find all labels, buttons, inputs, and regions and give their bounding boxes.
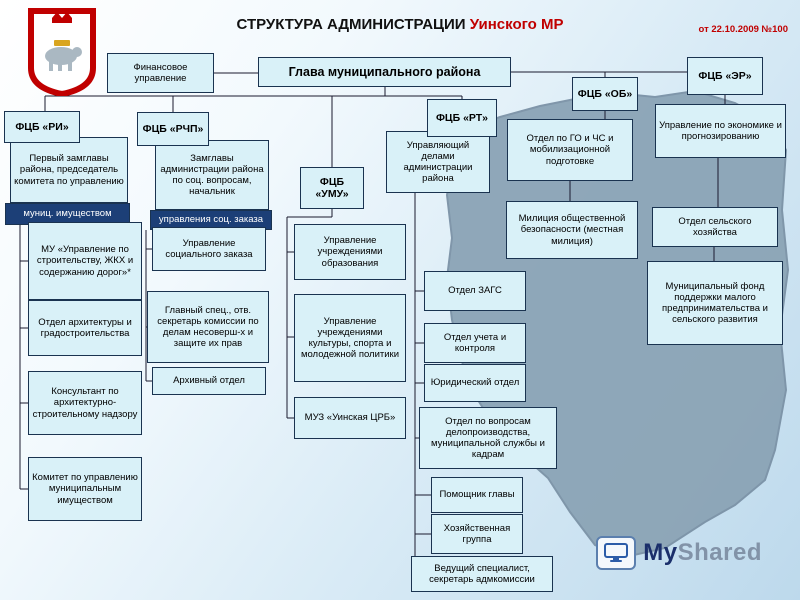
node-economy-department: Управление по экономике и прогнозировани…	[655, 104, 786, 158]
node-paperwork-department: Отдел по вопросам делопроизводства, муни…	[419, 407, 557, 469]
coat-of-arms	[28, 8, 96, 101]
coat-of-arms-shield-icon	[28, 8, 96, 98]
logo-text-my: My	[643, 539, 678, 566]
node-zags-department: Отдел ЗАГС	[424, 271, 526, 311]
node-legal-department: Юридический отдел	[424, 364, 526, 402]
node-local-militia: Милиция общественной безопасности (местн…	[506, 201, 638, 259]
myshared-logo-text: MyShared	[643, 539, 762, 567]
node-culture-management: Управление учреждениями культуры, спорта…	[294, 294, 406, 382]
title-main: СТРУКТУРА АДМИНИСТРАЦИИ	[236, 16, 466, 33]
node-head-assistant: Помощник главы	[431, 477, 523, 513]
node-fcb-ob: ФЦБ «ОБ»	[572, 77, 638, 111]
title-accent: Уинского МР	[469, 16, 564, 33]
node-fcb-ri: ФЦБ «РИ»	[4, 111, 80, 143]
node-lead-specialist: Ведущий специалист, секретарь адмкомисси…	[411, 556, 553, 592]
myshared-logo: MyShared	[596, 536, 762, 570]
node-construction-mu: МУ «Управление по строительству, ЖКХ и с…	[28, 222, 142, 300]
node-civil-defense-department: Отдел по ГО и ЧС и мобилизационной подго…	[507, 119, 633, 181]
node-finance-department: Финансовое управление	[107, 53, 214, 93]
decree-reference: от 22.10.2009 №100	[698, 24, 789, 35]
node-chief-specialist-commission: Главный спец., отв. секретарь комиссии п…	[147, 291, 269, 363]
node-education-management: Управление учреждениями образования	[294, 224, 406, 280]
node-first-deputy: Первый замглавы района, председатель ком…	[10, 137, 128, 203]
node-archive-department: Архивный отдел	[152, 367, 266, 395]
monitor-icon	[596, 536, 637, 570]
node-administration-manager: Управляющий делами администрации района	[386, 131, 490, 193]
page-title: СТРУКТУРА АДМИНИСТРАЦИИ Уинского МР	[120, 16, 680, 33]
node-social-order-management: Управление социального заказа	[152, 227, 266, 271]
node-accounting-control-department: Отдел учета и контроля	[424, 323, 526, 363]
logo-text-shared: Shared	[677, 539, 762, 566]
node-agriculture-department: Отдел сельского хозяйства	[652, 207, 778, 247]
node-district-head: Глава муниципального района	[258, 57, 511, 87]
node-fcb-rchp: ФЦБ «РЧП»	[137, 112, 209, 146]
node-social-deputy: Замглавы администрации района по соц. во…	[155, 140, 269, 210]
node-fcb-rt: ФЦБ «РТ»	[427, 99, 497, 137]
node-central-hospital: МУЗ «Уинская ЦРБ»	[294, 397, 406, 439]
node-architecture-department: Отдел архитектуры и градостроительства	[28, 300, 142, 356]
node-household-group: Хозяйственная группа	[431, 514, 523, 554]
node-fcb-umu: ФЦБ «УМУ»	[300, 167, 364, 209]
node-municipal-fund: Муниципальный фонд поддержки малого пред…	[647, 261, 783, 345]
node-property-committee: Комитет по управлению муниципальным имущ…	[28, 457, 142, 521]
node-construction-consultant: Консультант по архитектурно-строительном…	[28, 371, 142, 435]
node-fcb-er: ФЦБ «ЭР»	[687, 57, 763, 95]
